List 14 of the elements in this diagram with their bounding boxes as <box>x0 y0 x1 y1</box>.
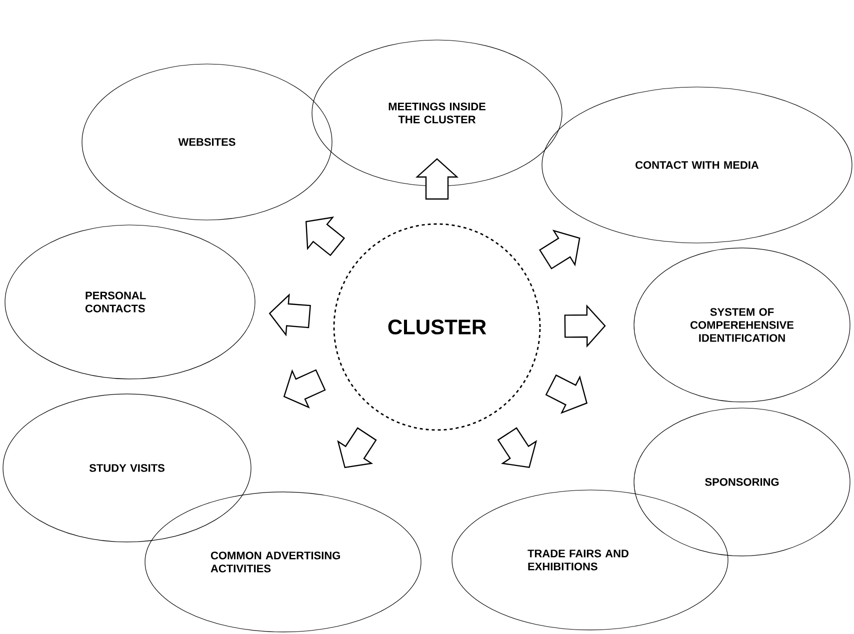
ellipse-node: SYSTEM OF COMPEREHENSIVE IDENTIFICATION <box>634 248 850 402</box>
ellipse-node: CONTACT WITH MEDIA <box>542 86 852 244</box>
ellipse-node: WEBSITES <box>82 64 332 220</box>
ellipse-node: PERSONAL CONTACTS <box>4 224 256 380</box>
block-arrow <box>268 293 311 336</box>
block-arrow <box>283 369 326 408</box>
block-arrow <box>415 158 459 200</box>
ellipse-node: MEETINGS INSIDE THE CLUSTER <box>312 40 562 186</box>
block-arrow <box>564 304 606 348</box>
ellipse-node: COMMON ADVERTISING ACTIVITIES <box>144 492 422 632</box>
block-arrow <box>337 427 377 468</box>
ellipse-node: SPONSORING <box>634 408 850 556</box>
ellipse-node: TRADE FAIRS AND EXHIBITIONS <box>452 490 728 630</box>
ellipse-node: STUDY VISITS <box>2 394 252 542</box>
